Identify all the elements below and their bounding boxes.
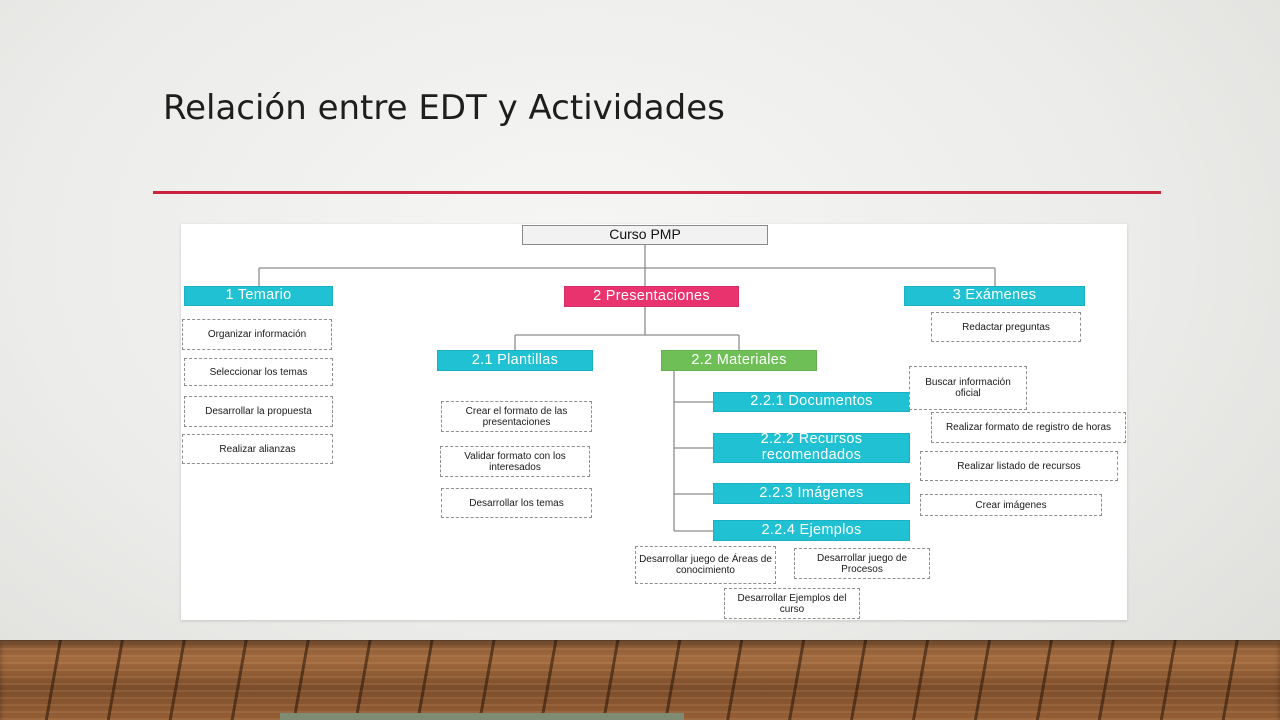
activity-redactar-preguntas: Redactar preguntas: [931, 312, 1081, 342]
activity-desarrollar-propuesta: Desarrollar la propuesta: [184, 396, 333, 427]
wbs-diagram: Curso PMP 1 Temario 2 Presentaciones 3 E…: [181, 224, 1127, 620]
root-node-curso-pmp: Curso PMP: [522, 225, 768, 245]
node-2-2-1-documentos: 2.2.1 Documentos: [713, 392, 910, 412]
wood-floor-background: [0, 640, 1280, 720]
node-2-2-2-recursos: 2.2.2 Recursos recomendados: [713, 431, 910, 463]
floor-accent-strip: [280, 713, 684, 720]
activity-crear-formato-presentaciones: Crear el formato de las presentaciones: [441, 401, 592, 432]
activity-juego-areas: Desarrollar juego de Áreas de conocimien…: [635, 546, 776, 584]
connector-lines: [258, 244, 996, 532]
activity-organizar-informacion: Organizar información: [182, 319, 332, 350]
node-2-1-plantillas: 2.1 Plantillas: [437, 350, 593, 371]
title-divider: [153, 191, 1161, 194]
node-2-presentaciones: 2 Presentaciones: [564, 286, 739, 307]
activity-formato-registro-horas: Realizar formato de registro de horas: [931, 412, 1126, 443]
activity-crear-imagenes: Crear imágenes: [920, 494, 1102, 516]
activity-buscar-informacion: Buscar información oficial: [909, 366, 1027, 410]
node-2-2-materiales: 2.2 Materiales: [661, 350, 817, 371]
slide-title: Relación entre EDT y Actividades: [163, 88, 725, 128]
node-3-examenes: 3 Exámenes: [904, 286, 1085, 306]
node-1-temario: 1 Temario: [184, 286, 333, 306]
activity-listado-recursos: Realizar listado de recursos: [920, 451, 1118, 481]
activity-validar-formato: Validar formato con los interesados: [440, 446, 590, 477]
activity-seleccionar-temas: Seleccionar los temas: [184, 358, 333, 386]
activity-ejemplos-curso: Desarrollar Ejemplos del curso: [724, 588, 860, 619]
activity-desarrollar-temas: Desarrollar los temas: [441, 488, 592, 518]
node-2-2-4-ejemplos: 2.2.4 Ejemplos: [713, 520, 910, 541]
node-2-2-3-imagenes: 2.2.3 Imágenes: [713, 483, 910, 504]
activity-juego-procesos: Desarrollar juego de Procesos: [794, 548, 930, 579]
activity-realizar-alianzas: Realizar alianzas: [182, 434, 333, 464]
